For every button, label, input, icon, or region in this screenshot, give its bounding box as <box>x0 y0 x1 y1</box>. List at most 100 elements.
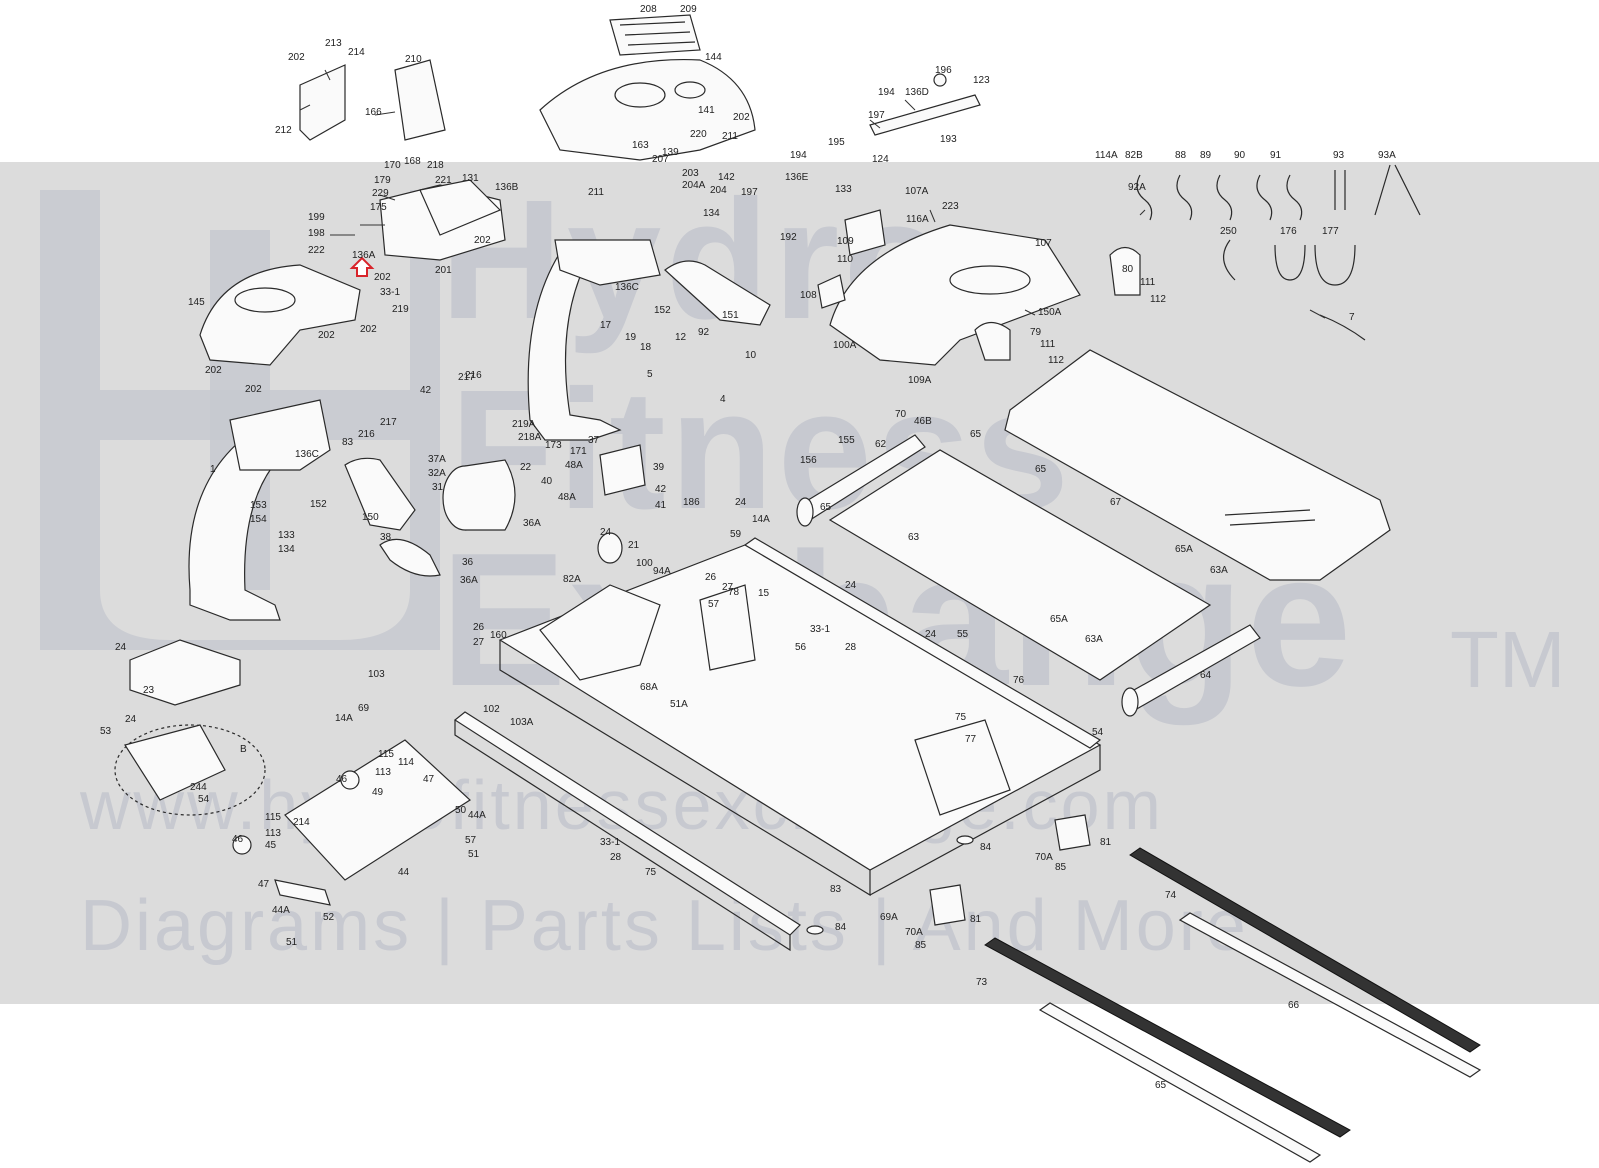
right-upright <box>527 239 661 441</box>
callout-26b: 26 <box>473 622 485 633</box>
callout-32a: 32A <box>428 468 446 479</box>
callout-220: 220 <box>690 129 707 140</box>
callout-202c: 202 <box>374 272 391 283</box>
callout-214b: 214 <box>293 817 310 828</box>
callout-67: 67 <box>1110 497 1122 508</box>
callout-22: 22 <box>520 462 532 473</box>
callout-134: 134 <box>703 208 720 219</box>
callout-70a2: 70A <box>1035 852 1053 863</box>
callout-74: 74 <box>1165 890 1177 901</box>
callout-81b: 81 <box>1100 837 1112 848</box>
callout-17: 17 <box>600 320 612 331</box>
callout-19: 19 <box>625 332 637 343</box>
callout-100: 100 <box>636 558 653 569</box>
callout-5: 5 <box>647 369 653 380</box>
callout-197: 197 <box>868 110 885 121</box>
callout-136e: 136E <box>785 172 809 183</box>
callout-31: 31 <box>432 482 444 493</box>
callout-65a: 65 <box>970 429 982 440</box>
callout-56: 56 <box>795 642 807 653</box>
callout-195: 195 <box>828 137 845 148</box>
callout-37: 37 <box>588 435 600 446</box>
foot-rail-73 <box>984 937 1351 1163</box>
callout-7: 7 <box>1349 312 1355 323</box>
callout-196: 196 <box>935 65 952 76</box>
callout-83b: 83 <box>830 884 842 895</box>
callout-142: 142 <box>718 172 735 183</box>
front-roller <box>796 434 926 527</box>
callout-152: 152 <box>654 305 671 316</box>
callout-199: 199 <box>308 212 325 223</box>
callout-202h: 202 <box>474 235 491 246</box>
callout-168: 168 <box>404 156 421 167</box>
callout-57b: 57 <box>465 835 477 846</box>
callout-166: 166 <box>365 107 382 118</box>
callout-80: 80 <box>1122 264 1134 275</box>
callout-44: 44 <box>398 867 410 878</box>
side-rail-left <box>453 711 801 952</box>
callout-223: 223 <box>942 201 959 212</box>
callout-49: 49 <box>372 787 384 798</box>
callout-110: 110 <box>837 254 853 265</box>
callout-79: 79 <box>1030 327 1042 338</box>
watermark-tagline: Diagrams | Parts Lists | And More <box>80 886 1249 966</box>
callout-36: 36 <box>462 557 474 568</box>
callout-91: 91 <box>1270 150 1282 161</box>
callout-83: 83 <box>342 437 354 448</box>
callout-207: 207 <box>652 154 669 165</box>
callout-145: 145 <box>188 297 205 308</box>
callout-1: 1 <box>210 464 216 475</box>
callout-211b: 211 <box>588 187 604 198</box>
callout-92: 92 <box>698 327 710 338</box>
callout-213: 213 <box>325 38 342 49</box>
callout-26: 26 <box>705 572 717 583</box>
callout-136b: 136B <box>495 182 519 193</box>
callout-133: 133 <box>835 184 852 195</box>
callout-41: 41 <box>655 500 667 511</box>
callout-103a: 103A <box>510 717 534 728</box>
callout-82b: 82B <box>1125 150 1143 161</box>
callout-85: 85 <box>915 940 927 951</box>
left-upright <box>188 399 331 621</box>
callout-124: 124 <box>872 154 889 165</box>
callout-111: 111 <box>1140 277 1156 288</box>
handrail-right <box>664 260 771 326</box>
callout-93: 93 <box>1333 150 1345 161</box>
callout-54: 54 <box>198 794 210 805</box>
callout-202f: 202 <box>205 365 222 376</box>
callout-64: 64 <box>1200 670 1212 681</box>
callout-208: 208 <box>640 4 657 15</box>
callout-115b: 115 <box>265 812 281 823</box>
callout-112b: 112 <box>1048 355 1064 366</box>
callout-24a: 24 <box>735 497 747 508</box>
callout-144: 144 <box>705 52 722 63</box>
callout-77: 77 <box>965 734 977 745</box>
callout-51b: 51 <box>286 937 298 948</box>
callout-42b: 42 <box>655 484 667 495</box>
callout-14a: 14A <box>752 514 770 525</box>
callout-170: 170 <box>384 160 401 171</box>
callout-198: 198 <box>308 228 325 239</box>
callout-37a: 37A <box>428 454 446 465</box>
callout-65d: 65 <box>1155 1080 1167 1091</box>
callout-78: 78 <box>728 587 740 598</box>
callout-33b: 33-1 <box>810 624 830 635</box>
callout-76: 76 <box>1013 675 1025 686</box>
incline-frame <box>232 739 471 906</box>
rear-roller <box>1121 624 1261 717</box>
callout-75b: 75 <box>645 867 657 878</box>
callout-93a: 93A <box>1378 150 1396 161</box>
callout-47: 47 <box>423 774 435 785</box>
callout-14a2: 14A <box>335 713 353 724</box>
leader-lines <box>299 69 1326 319</box>
callout-47b: 47 <box>258 879 270 890</box>
callout-218a: 218A <box>518 432 542 443</box>
callout-163: 163 <box>632 140 649 151</box>
callout-216b: 216 <box>358 429 375 440</box>
callout-103: 103 <box>368 669 385 680</box>
callout-218: 218 <box>427 160 444 171</box>
callout-28: 28 <box>845 642 857 653</box>
running-belt <box>1004 349 1391 581</box>
